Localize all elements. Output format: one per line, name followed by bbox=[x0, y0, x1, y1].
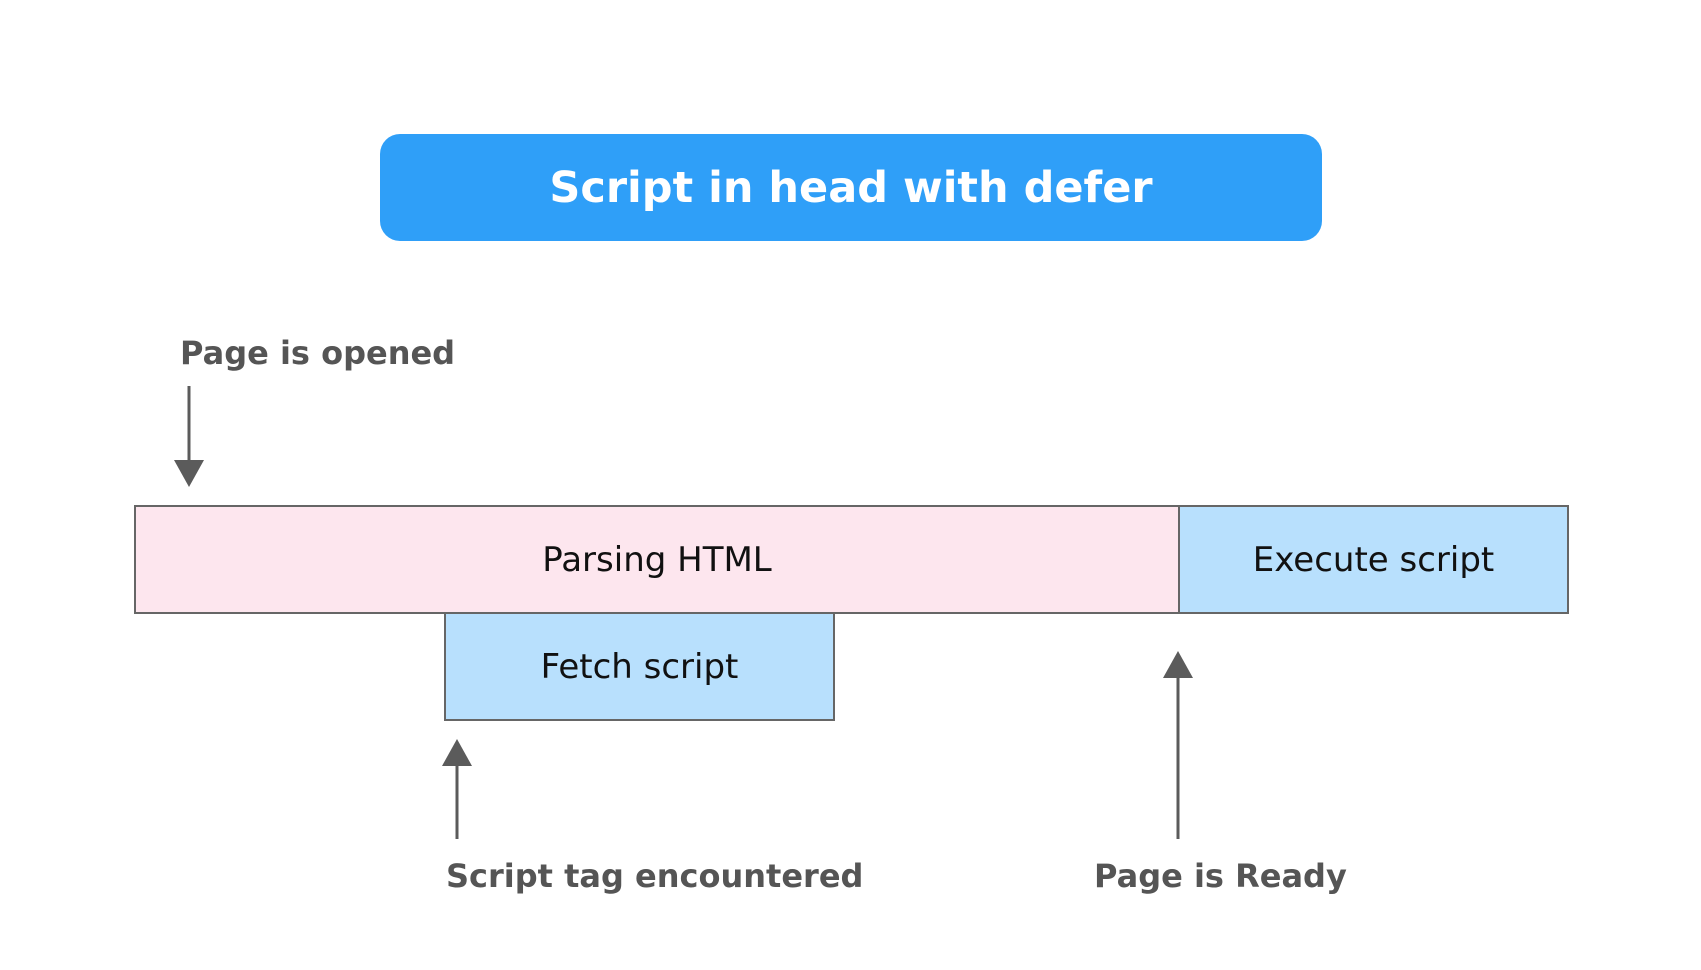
diagram-title: Script in head with defer bbox=[380, 134, 1322, 241]
bar-execute-script: Execute script bbox=[1178, 505, 1569, 614]
label-page-ready: Page is Ready bbox=[1094, 857, 1347, 895]
arrow-up-script-tag bbox=[442, 739, 472, 839]
arrow-down-page-opened bbox=[174, 386, 204, 487]
label-script-tag-encountered: Script tag encountered bbox=[446, 857, 864, 895]
bar-fetch-script: Fetch script bbox=[444, 612, 835, 721]
arrow-up-page-ready bbox=[1163, 651, 1193, 839]
label-page-opened: Page is opened bbox=[180, 334, 456, 372]
